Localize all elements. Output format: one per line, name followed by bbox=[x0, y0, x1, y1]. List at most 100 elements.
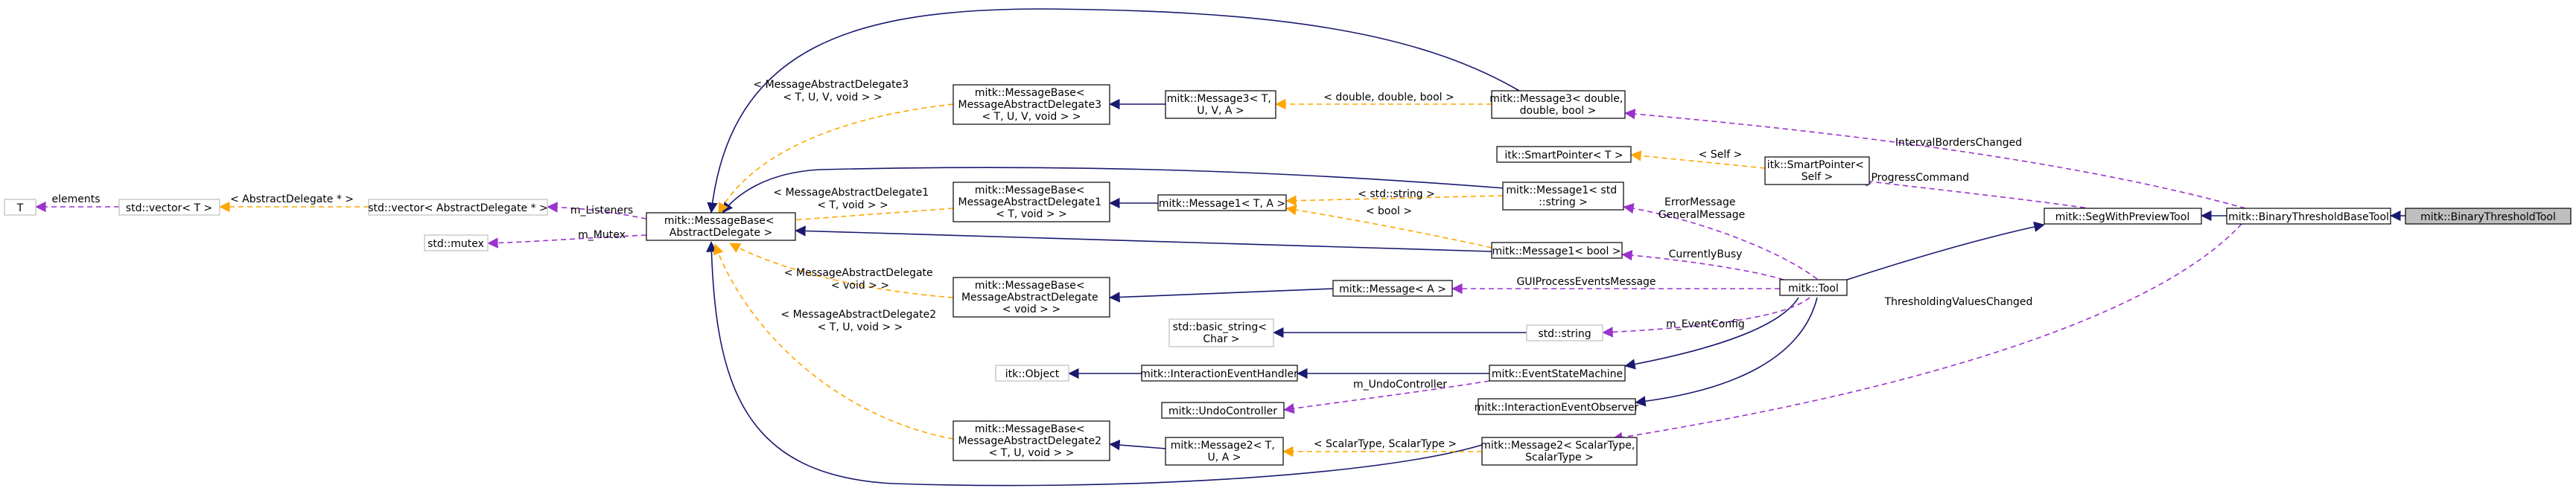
svg-text:mitk::Message< A >: mitk::Message< A > bbox=[1339, 283, 1446, 295]
edge-template-base-delegate bbox=[729, 243, 954, 298]
node-smart-pointer-self[interactable]: itk::SmartPointer< Self > bbox=[1764, 156, 1870, 185]
svg-text:std::vector< T >: std::vector< T > bbox=[126, 202, 212, 214]
node-message2-scalar[interactable]: mitk::Message2< ScalarType, ScalarType > bbox=[1481, 437, 1638, 466]
edge-message-a-to-base-delegate bbox=[1109, 288, 1334, 303]
svg-text:mitk::MessageBase< Mes: mitk::MessageBase< MessageAbstractDelega… bbox=[961, 280, 1101, 315]
node-vector-t[interactable]: std::vector< T > bbox=[118, 199, 220, 216]
edges bbox=[35, 8, 2405, 487]
label-std-string-arg: < std::string > bbox=[1358, 188, 1435, 200]
node-message3-double[interactable]: mitk::Message3< double, double, bool > bbox=[1489, 90, 1626, 119]
svg-text:mitk::Message1< T, A >: mitk::Message1< T, A > bbox=[1159, 198, 1285, 210]
node-message1-std-string[interactable]: mitk::Message1< std ::string > bbox=[1502, 182, 1624, 211]
svg-text:mitk::EventStateMachine: mitk::EventStateMachine bbox=[1492, 368, 1623, 380]
label-m-listeners: m_Listeners bbox=[570, 205, 633, 216]
svg-text:itk::SmartPointer< T >: itk::SmartPointer< T > bbox=[1504, 150, 1623, 161]
svg-text:std::vector< AbstractDelegate: std::vector< AbstractDelegate * > bbox=[368, 202, 548, 214]
svg-text:mitk::InteractionEventHandler: mitk::InteractionEventHandler bbox=[1140, 368, 1298, 380]
svg-text:std::mutex: std::mutex bbox=[427, 238, 484, 250]
svg-text:std::string: std::string bbox=[1538, 328, 1591, 340]
node-message-a[interactable]: mitk::Message< A > bbox=[1332, 280, 1453, 297]
edge-usage-event-config bbox=[1602, 297, 1810, 338]
edge-message2-scalar-to-base-abstract bbox=[706, 241, 1483, 487]
node-message1-ta[interactable]: mitk::Message1< T, A > bbox=[1157, 194, 1287, 211]
node-std-string[interactable]: std::string bbox=[1526, 324, 1603, 341]
edge-usage-thresholding-values bbox=[1612, 223, 2242, 443]
label-elements: elements bbox=[51, 193, 100, 205]
label-scalar-scalar: < ScalarType, ScalarType > bbox=[1314, 438, 1457, 450]
edge-labels: IntervalBordersChanged < Self > m_Progre… bbox=[51, 79, 2032, 450]
label-mad1-t: < MessageAbstractDelegate1 < T, void > > bbox=[773, 187, 932, 211]
label-double-double-bool: < double, double, bool > bbox=[1323, 92, 1454, 103]
edge-tool-to-seg-preview bbox=[1846, 221, 2045, 280]
edge-message1-string-to-base-abstract bbox=[722, 167, 1505, 214]
edge-usage-undo-controller bbox=[1283, 380, 1490, 414]
label-thresholding-values-changed: ThresholdingValuesChanged bbox=[1884, 296, 2033, 308]
svg-text:mitk::InteractionEventObserver: mitk::InteractionEventObserver bbox=[1475, 402, 1639, 414]
node-undo-controller[interactable]: mitk::UndoController bbox=[1161, 402, 1285, 419]
svg-text:mitk::MessageBase< Mes: mitk::MessageBase< MessageAbstractDelega… bbox=[958, 87, 1105, 123]
edge-template-smart-pointer bbox=[1630, 150, 1766, 169]
node-std-mutex[interactable]: std::mutex bbox=[424, 234, 489, 251]
nodes: mitk::BinaryThresholdTool mitk::BinaryTh… bbox=[4, 84, 2572, 466]
svg-text:mitk::Message2< ScalarType,: mitk::Message2< ScalarType, ScalarType > bbox=[1481, 440, 1638, 463]
svg-text:mitk::Message1< bool >: mitk::Message1< bool > bbox=[1492, 246, 1621, 257]
edge-template-message1-string bbox=[1285, 195, 1504, 206]
label-error-general-message: ErrorMessage GeneralMessage bbox=[1659, 196, 1746, 221]
node-message-base-delegate2[interactable]: mitk::MessageBase< MessageAbstractDelega… bbox=[953, 420, 1110, 461]
label-self: < Self > bbox=[1699, 149, 1743, 161]
node-message-base-delegate[interactable]: mitk::MessageBase< MessageAbstractDelega… bbox=[953, 277, 1110, 318]
label-mad-void: < MessageAbstractDelegate < void > > bbox=[784, 267, 936, 292]
label-mad3-tuv: < MessageAbstractDelegate3 < T, U, V, vo… bbox=[753, 79, 912, 103]
svg-text:mitk::BinaryThresholdTool: mitk::BinaryThresholdTool bbox=[2420, 211, 2556, 223]
svg-text:mitk::MessageBase< Mes: mitk::MessageBase< MessageAbstractDelega… bbox=[958, 423, 1105, 459]
node-template-t[interactable]: T bbox=[4, 199, 36, 216]
node-basic-string[interactable]: std::basic_string< Char > bbox=[1168, 318, 1274, 347]
edge-usage-currently-busy bbox=[1621, 249, 1784, 280]
node-message2-tu[interactable]: mitk::Message2< T, U, A > bbox=[1165, 437, 1284, 466]
edge-message2-tu-to-base-delegate2 bbox=[1109, 439, 1166, 451]
svg-text:mitk::Message2< T, U,: mitk::Message2< T, U, A > bbox=[1171, 440, 1278, 463]
edge-template-base-delegate2 bbox=[713, 243, 954, 440]
svg-text:mitk::UndoController: mitk::UndoController bbox=[1168, 405, 1277, 417]
node-itk-object[interactable]: itk::Object bbox=[995, 365, 1069, 382]
svg-text:itk::Object: itk::Object bbox=[1005, 368, 1060, 380]
node-message3-tuv[interactable]: mitk::Message3< T, U, V, A > bbox=[1165, 90, 1276, 119]
label-m-event-config: m_EventConfig bbox=[1666, 318, 1745, 330]
edge-usage-listeners bbox=[547, 202, 647, 219]
node-message-base-delegate1[interactable]: mitk::MessageBase< MessageAbstractDelega… bbox=[953, 182, 1110, 222]
svg-text:std::basic_string< Cha: std::basic_string< Char > bbox=[1173, 321, 1270, 345]
node-tool[interactable]: mitk::Tool bbox=[1779, 279, 1848, 296]
svg-text:mitk::MessageBase< Mes: mitk::MessageBase< MessageAbstractDelega… bbox=[958, 185, 1105, 220]
label-interval-borders-changed: IntervalBordersChanged bbox=[1895, 137, 2022, 149]
node-binary-threshold-tool[interactable]: mitk::BinaryThresholdTool bbox=[2405, 208, 2572, 225]
label-gui-process-events: GUIProcessEventsMessage bbox=[1516, 276, 1656, 288]
edge-usage-interval-borders bbox=[1624, 109, 2246, 209]
node-message-base-abstract[interactable]: mitk::MessageBase< AbstractDelegate > bbox=[646, 212, 796, 241]
svg-text:mitk::Message3< double,: mitk::Message3< double, double, bool > bbox=[1489, 93, 1626, 117]
svg-text:itk::SmartPointer< Sel: itk::SmartPointer< Self > bbox=[1767, 159, 1868, 183]
edge-usage-error-general-message bbox=[1623, 202, 1818, 280]
svg-text:mitk::Message1< std ::: mitk::Message1< std ::string > bbox=[1506, 185, 1620, 208]
label-abstract-delegate-ptr: < AbstractDelegate * > bbox=[230, 193, 354, 205]
svg-text:T: T bbox=[16, 202, 24, 214]
node-interaction-event-observer[interactable]: mitk::InteractionEventObserver bbox=[1475, 398, 1639, 415]
label-currently-busy: CurrentlyBusy bbox=[1669, 248, 1743, 260]
label-m-undo-controller: m_UndoController bbox=[1353, 379, 1447, 391]
label-mad2-tu: < MessageAbstractDelegate2 < T, U, void … bbox=[780, 309, 939, 333]
edge-template-base-delegate1 bbox=[770, 208, 954, 227]
svg-text:mitk::MessageBase< Abs: mitk::MessageBase< AbstractDelegate > bbox=[664, 215, 777, 239]
edge-usage-progress-command bbox=[1857, 176, 2095, 210]
label-m-mutex: m_Mutex bbox=[578, 229, 626, 241]
node-binary-threshold-base-tool[interactable]: mitk::BinaryThresholdBaseTool bbox=[2226, 208, 2391, 225]
node-message-base-delegate3[interactable]: mitk::MessageBase< MessageAbstractDelega… bbox=[953, 84, 1110, 125]
node-interaction-event-handler[interactable]: mitk::InteractionEventHandler bbox=[1140, 365, 1298, 382]
node-vector-abstract-delegate[interactable]: std::vector< AbstractDelegate * > bbox=[368, 199, 548, 216]
node-message1-bool[interactable]: mitk::Message1< bool > bbox=[1491, 242, 1623, 259]
node-smart-pointer-t[interactable]: itk::SmartPointer< T > bbox=[1496, 146, 1632, 163]
svg-text:mitk::Message3< T, U,: mitk::Message3< T, U, V, A > bbox=[1167, 93, 1274, 117]
edge-template-message1-bool bbox=[1285, 205, 1492, 248]
node-seg-with-preview-tool[interactable]: mitk::SegWithPreviewTool bbox=[2044, 208, 2202, 225]
node-event-state-machine[interactable]: mitk::EventStateMachine bbox=[1489, 365, 1626, 382]
label-bool-arg: < bool > bbox=[1366, 205, 1412, 217]
